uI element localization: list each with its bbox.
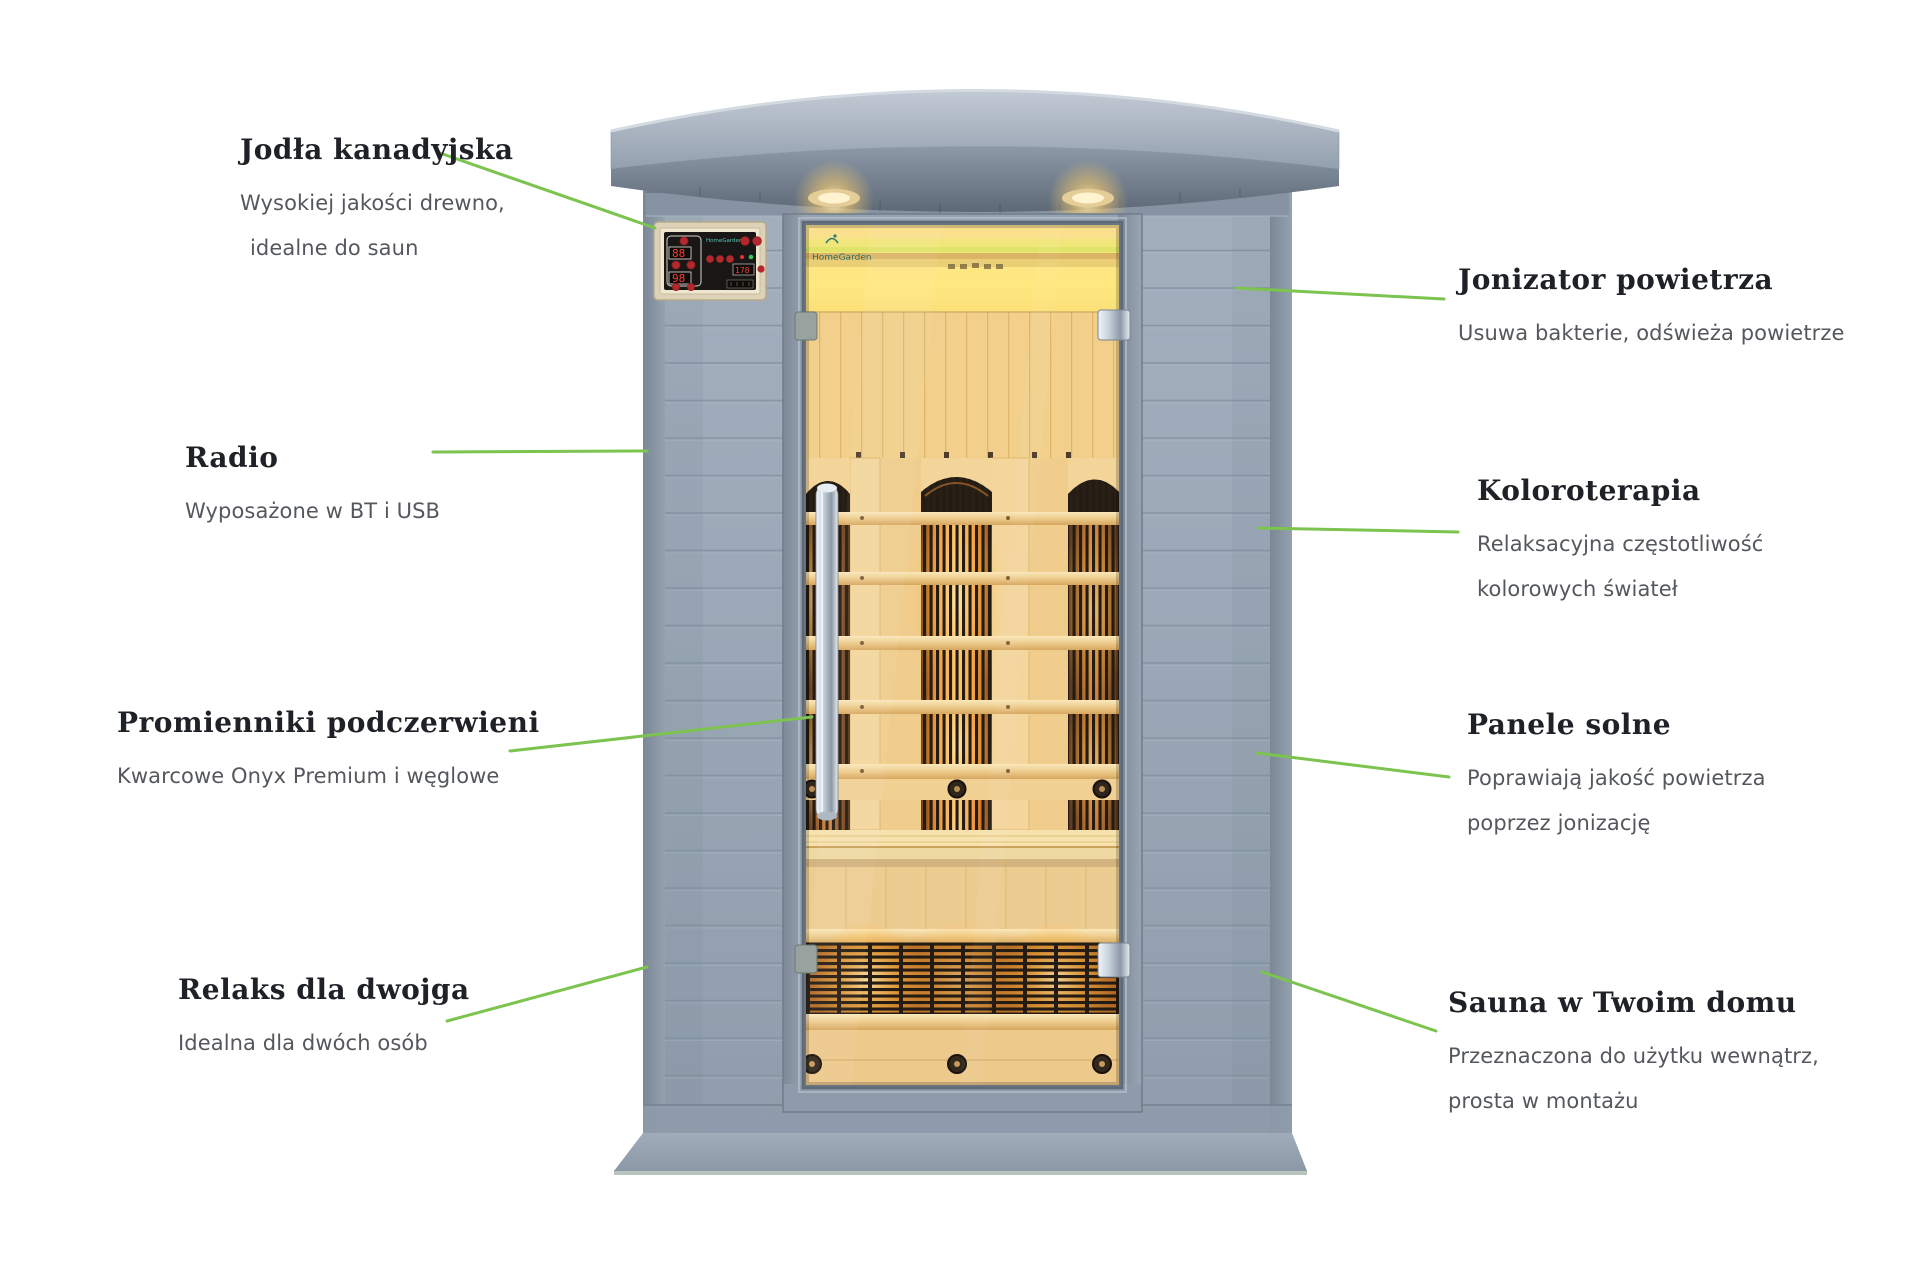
callout-line: idealne do saun <box>250 236 419 260</box>
callout-title: Panele solne <box>1467 708 1672 741</box>
glass-reflection <box>806 225 942 1085</box>
callout-promienniki: Promienniki podczerwieni Kwarcowe Onyx P… <box>117 706 540 799</box>
panel-button <box>679 236 689 246</box>
callout-line: Relaksacyjna częstotliwość <box>1477 532 1764 556</box>
callout-koloroterapia: Koloroterapia Relaksacyjna częstotliwość… <box>1477 474 1763 612</box>
callout-line: poprzez jonizację <box>1467 811 1651 835</box>
bench <box>806 830 1119 931</box>
glass-brand-logo: HomeGarden <box>812 234 872 263</box>
ceiling-vents <box>948 263 1003 269</box>
line-relaks <box>445 965 649 1023</box>
callout-title: Relaks dla dwojga <box>178 973 470 1006</box>
line-sauna-dom <box>1260 970 1438 1033</box>
line-jodla <box>435 150 657 230</box>
door-handle <box>815 483 839 821</box>
callout-line: Usuwa bakterie, odświeża powietrze <box>1458 321 1845 345</box>
time-display: 98 <box>672 272 685 285</box>
line-promienniki <box>508 715 814 753</box>
line-radio <box>431 449 649 454</box>
temp-display: 88 <box>672 247 685 260</box>
callout-title: Koloroterapia <box>1477 474 1701 507</box>
indicator-led-red <box>740 255 744 259</box>
sauna-base <box>614 1133 1307 1175</box>
svg-text:HomeGarden: HomeGarden <box>812 253 872 263</box>
panel-brand-label: HomeGarden <box>706 238 743 244</box>
line-koloroterapia <box>1256 526 1460 534</box>
corner-post-right <box>1270 190 1292 1133</box>
sauna-cabin: 88 98 HomeGarden 178 <box>610 89 1340 1175</box>
callout-title: Jodła kanadyjska <box>240 133 514 166</box>
control-panel: 88 98 HomeGarden 178 <box>653 221 767 301</box>
callout-title: Sauna w Twoim domu <box>1448 986 1797 1019</box>
callout-sauna-w-domu: Sauna w Twoim domu Przeznaczona do użytk… <box>1448 986 1819 1124</box>
line-jonizator <box>1234 286 1446 301</box>
callout-line: Idealna dla dwóch osób <box>178 1031 428 1055</box>
aux-display: 178 <box>735 266 750 275</box>
indicator-led-green <box>748 254 754 260</box>
line-panele <box>1255 751 1451 779</box>
callout-line: Wysokiej jakości drewno, <box>240 191 505 215</box>
corner-post-left <box>643 190 665 1133</box>
callout-jodla-kanadyjska: Jodła kanadyjska Wysokiej jakości drewno… <box>240 133 514 271</box>
callout-line: prosta w montażu <box>1448 1089 1639 1113</box>
callout-radio: Radio Wyposażone w BT i USB <box>185 441 440 534</box>
grid-rails <box>806 512 1119 779</box>
callout-title: Radio <box>185 441 279 474</box>
roof-soffit <box>611 146 1339 212</box>
glass-door: HomeGarden <box>782 213 1143 1113</box>
callout-line: Wyposażone w BT i USB <box>185 499 441 523</box>
callout-title: Promienniki podczerwieni <box>117 706 540 739</box>
callout-title: Jonizator powietrza <box>1458 263 1774 296</box>
callout-line: kolorowych świateł <box>1477 577 1678 601</box>
bench-heater <box>806 917 1119 1041</box>
floor-fixtures <box>806 1054 1112 1074</box>
door-hinges <box>794 309 1131 978</box>
callout-jonizator: Jonizator powietrza Usuwa bakterie, odśw… <box>1458 263 1845 356</box>
callout-line: Przeznaczona do użytku wewnątrz, <box>1448 1044 1819 1068</box>
callout-panele-solne: Panele solne Poprawiają jakość powietrza… <box>1467 708 1766 846</box>
wall-clips <box>856 452 1071 459</box>
callout-relaks: Relaks dla dwojga Idealna dla dwóch osób <box>178 973 470 1066</box>
callout-line: Kwarcowe Onyx Premium i węglowe <box>117 764 500 788</box>
callout-lines <box>431 150 1460 1033</box>
callout-line: Poprawiają jakość powietrza <box>1467 766 1766 790</box>
